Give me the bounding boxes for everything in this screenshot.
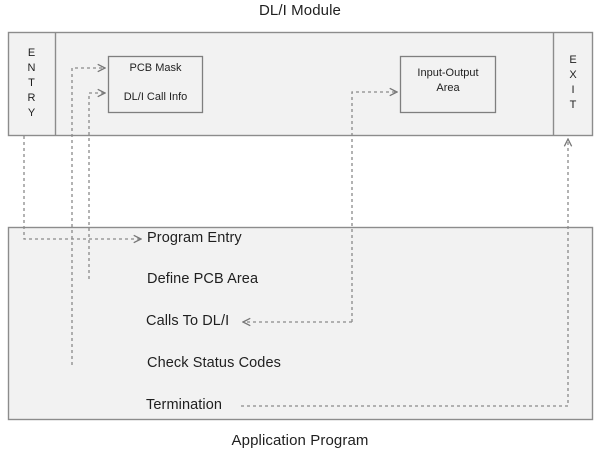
- entry-letter: Y: [27, 107, 36, 119]
- entry-column-label: E N T R Y: [8, 46, 55, 121]
- exit-letter: E: [569, 54, 577, 66]
- entry-letter: T: [28, 77, 35, 89]
- entry-letter: N: [27, 62, 36, 74]
- step-define-pcb-area: Define PCB Area: [147, 271, 259, 287]
- step-program-entry: Program Entry: [147, 230, 242, 246]
- exit-letter: I: [571, 84, 575, 96]
- exit-letter: T: [569, 99, 577, 111]
- step-termination: Termination: [146, 397, 223, 413]
- entry-letter: E: [27, 47, 36, 59]
- step-check-status-codes: Check Status Codes: [147, 355, 281, 371]
- pcb-mask-label: PCB Mask: [129, 62, 182, 74]
- pcb-mask-box: [107, 55, 204, 114]
- connector-entry-to-program-entry: [23, 136, 141, 239]
- diagram-caption: Application Program: [231, 432, 369, 449]
- entry-letter: R: [27, 92, 36, 104]
- page-title: DL/I Module: [259, 2, 341, 19]
- connector-define-pcb-area-to-dli-call-info: [88, 93, 105, 279]
- exit-column-label: E X I T: [554, 53, 592, 113]
- step-calls-to-dli: Calls To DL/I: [146, 313, 230, 329]
- connector-input-output-area-to-calls-to-dli: [351, 92, 397, 322]
- dli-module-panel: [7, 31, 594, 137]
- application-program-panel: [7, 226, 594, 421]
- input-output-area-label-line2: Area: [436, 82, 460, 94]
- dli-call-info-label: DL/I Call Info: [123, 91, 188, 103]
- input-output-area-label-line1: Input-Output: [417, 67, 479, 79]
- connector-check-status-codes-to-pcb-mask: [71, 68, 105, 365]
- connector-termination-to-exit: [241, 139, 568, 407]
- input-output-area-box: [399, 55, 497, 114]
- exit-letter: X: [569, 69, 577, 81]
